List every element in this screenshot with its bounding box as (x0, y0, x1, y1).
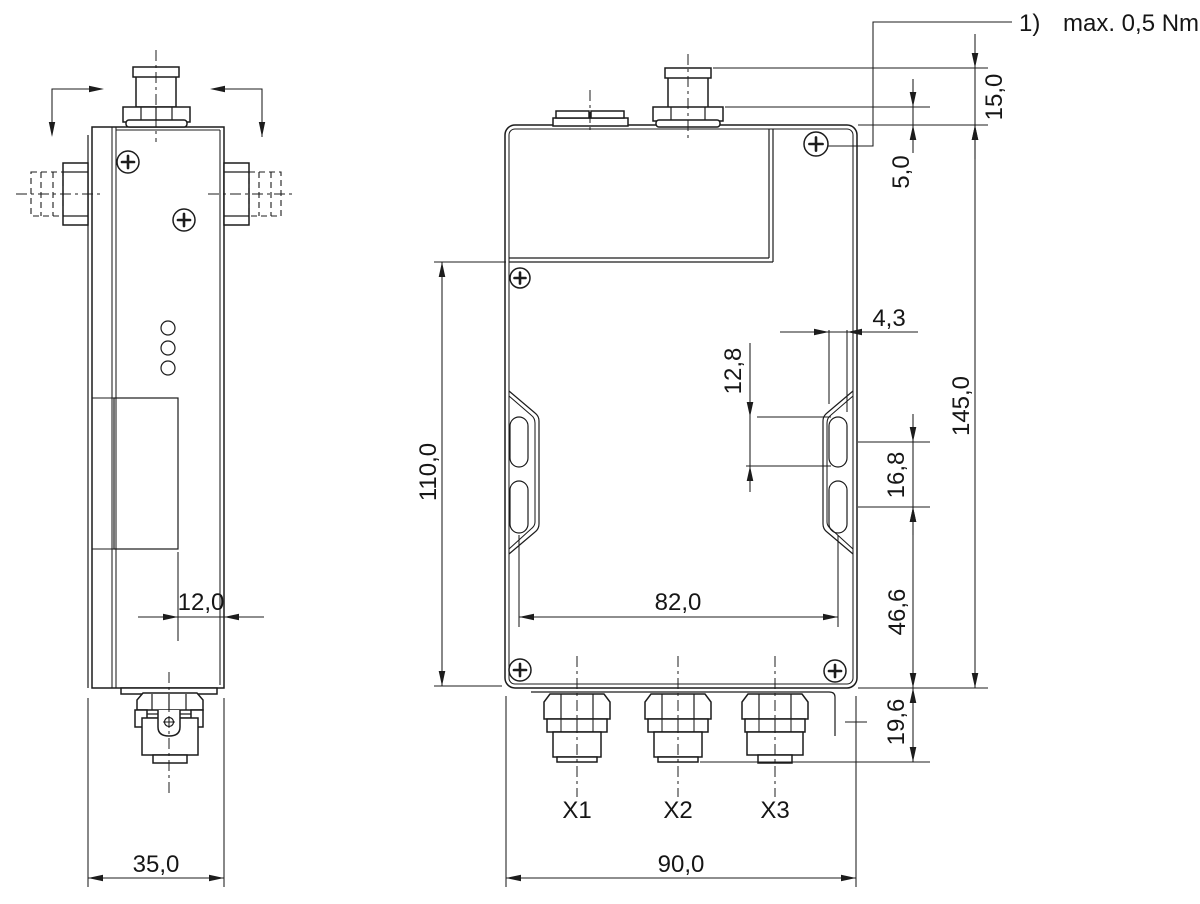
led-indicator (160, 340, 176, 356)
arrow-left-icon (210, 85, 225, 93)
dimension-d35_0: 35,0 (88, 851, 224, 882)
led-indicator (160, 320, 176, 336)
bottom-connectors: X1 X2 X3 (543, 693, 809, 824)
dimensions: 15,0 5,0 145,0 16,8 46,6 19,6 110,0 12,8 4,3 82,0… (88, 34, 1008, 882)
mounting-tab-left (508, 390, 540, 555)
connector-label-x2: X2 (663, 797, 692, 824)
phillips-screw-icon (116, 150, 140, 174)
dimension-d145_0: 145,0 (948, 125, 979, 688)
dimension-label-d145_0: 145,0 (948, 376, 975, 436)
dimension-d12_0: 12,0 (138, 589, 264, 621)
note-leader-line (828, 21, 1012, 147)
connector-label-x1: X1 (562, 797, 591, 824)
dimension-label-d90_0: 90,0 (658, 851, 705, 878)
view-direction-arrows (48, 85, 266, 137)
extension-lines (87, 67, 988, 887)
dimension-label-d5_0: 5,0 (888, 155, 915, 188)
mounting-slot (509, 416, 529, 468)
note-torque: max. 0,5 Nm (1063, 10, 1199, 37)
dimension-d4_3: 4,3 (780, 305, 918, 336)
connector-label-x3: X3 (760, 797, 789, 824)
dimension-d5_0: 5,0 (888, 79, 917, 189)
dimension-d82_0: 82,0 (519, 589, 838, 621)
front-view (504, 67, 867, 736)
side-view (30, 66, 282, 764)
phillips-screw-icon (803, 131, 829, 157)
screws (116, 131, 847, 683)
led-indicator (160, 360, 176, 376)
dimension-label-d15_0: 15,0 (981, 74, 1008, 121)
annotations: 1) max. 0,5 Nm (828, 10, 1199, 147)
arrow-right-icon (89, 85, 104, 93)
phillips-screw-icon (508, 658, 532, 682)
dimension-d46_6: 46,6 (884, 507, 917, 688)
mounting-slot (828, 416, 848, 468)
dimension-label-d35_0: 35,0 (133, 851, 180, 878)
housing-inner-edge (508, 128, 854, 685)
phillips-screw-icon (823, 659, 847, 683)
dimension-label-d16_8: 16,8 (883, 452, 910, 499)
dimension-label-d110_0: 110,0 (415, 443, 442, 501)
label-window (92, 397, 179, 550)
dimension-label-d82_0: 82,0 (655, 589, 702, 616)
mounting-slot (828, 480, 848, 534)
led-indicators (160, 320, 176, 376)
dimension-label-d12_0: 12,0 (178, 589, 225, 616)
dimension-label-d4_3: 4,3 (872, 305, 905, 332)
centerlines (16, 50, 776, 797)
dimension-d19_6: 19,6 (883, 688, 917, 762)
dimension-label-d19_6: 19,6 (883, 699, 910, 746)
note-ref: 1) (1019, 10, 1040, 37)
arrow-down-icon (258, 122, 266, 137)
dimension-label-d12_8: 12,8 (720, 348, 747, 395)
mounting-slot (509, 480, 529, 534)
dimension-d15_0: 15,0 (971, 34, 1008, 159)
dimension-d12_8: 12,8 (720, 343, 754, 492)
side-housing-inner-edges (111, 127, 221, 688)
dimension-d90_0: 90,0 (506, 851, 856, 882)
phillips-screw-icon (509, 267, 531, 289)
cover-lid-edge (509, 129, 774, 263)
arrow-down-icon (48, 122, 56, 137)
dimension-d110_0: 110,0 (415, 262, 446, 686)
phillips-screw-icon (172, 208, 196, 232)
dimension-label-d46_6: 46,6 (884, 589, 911, 636)
